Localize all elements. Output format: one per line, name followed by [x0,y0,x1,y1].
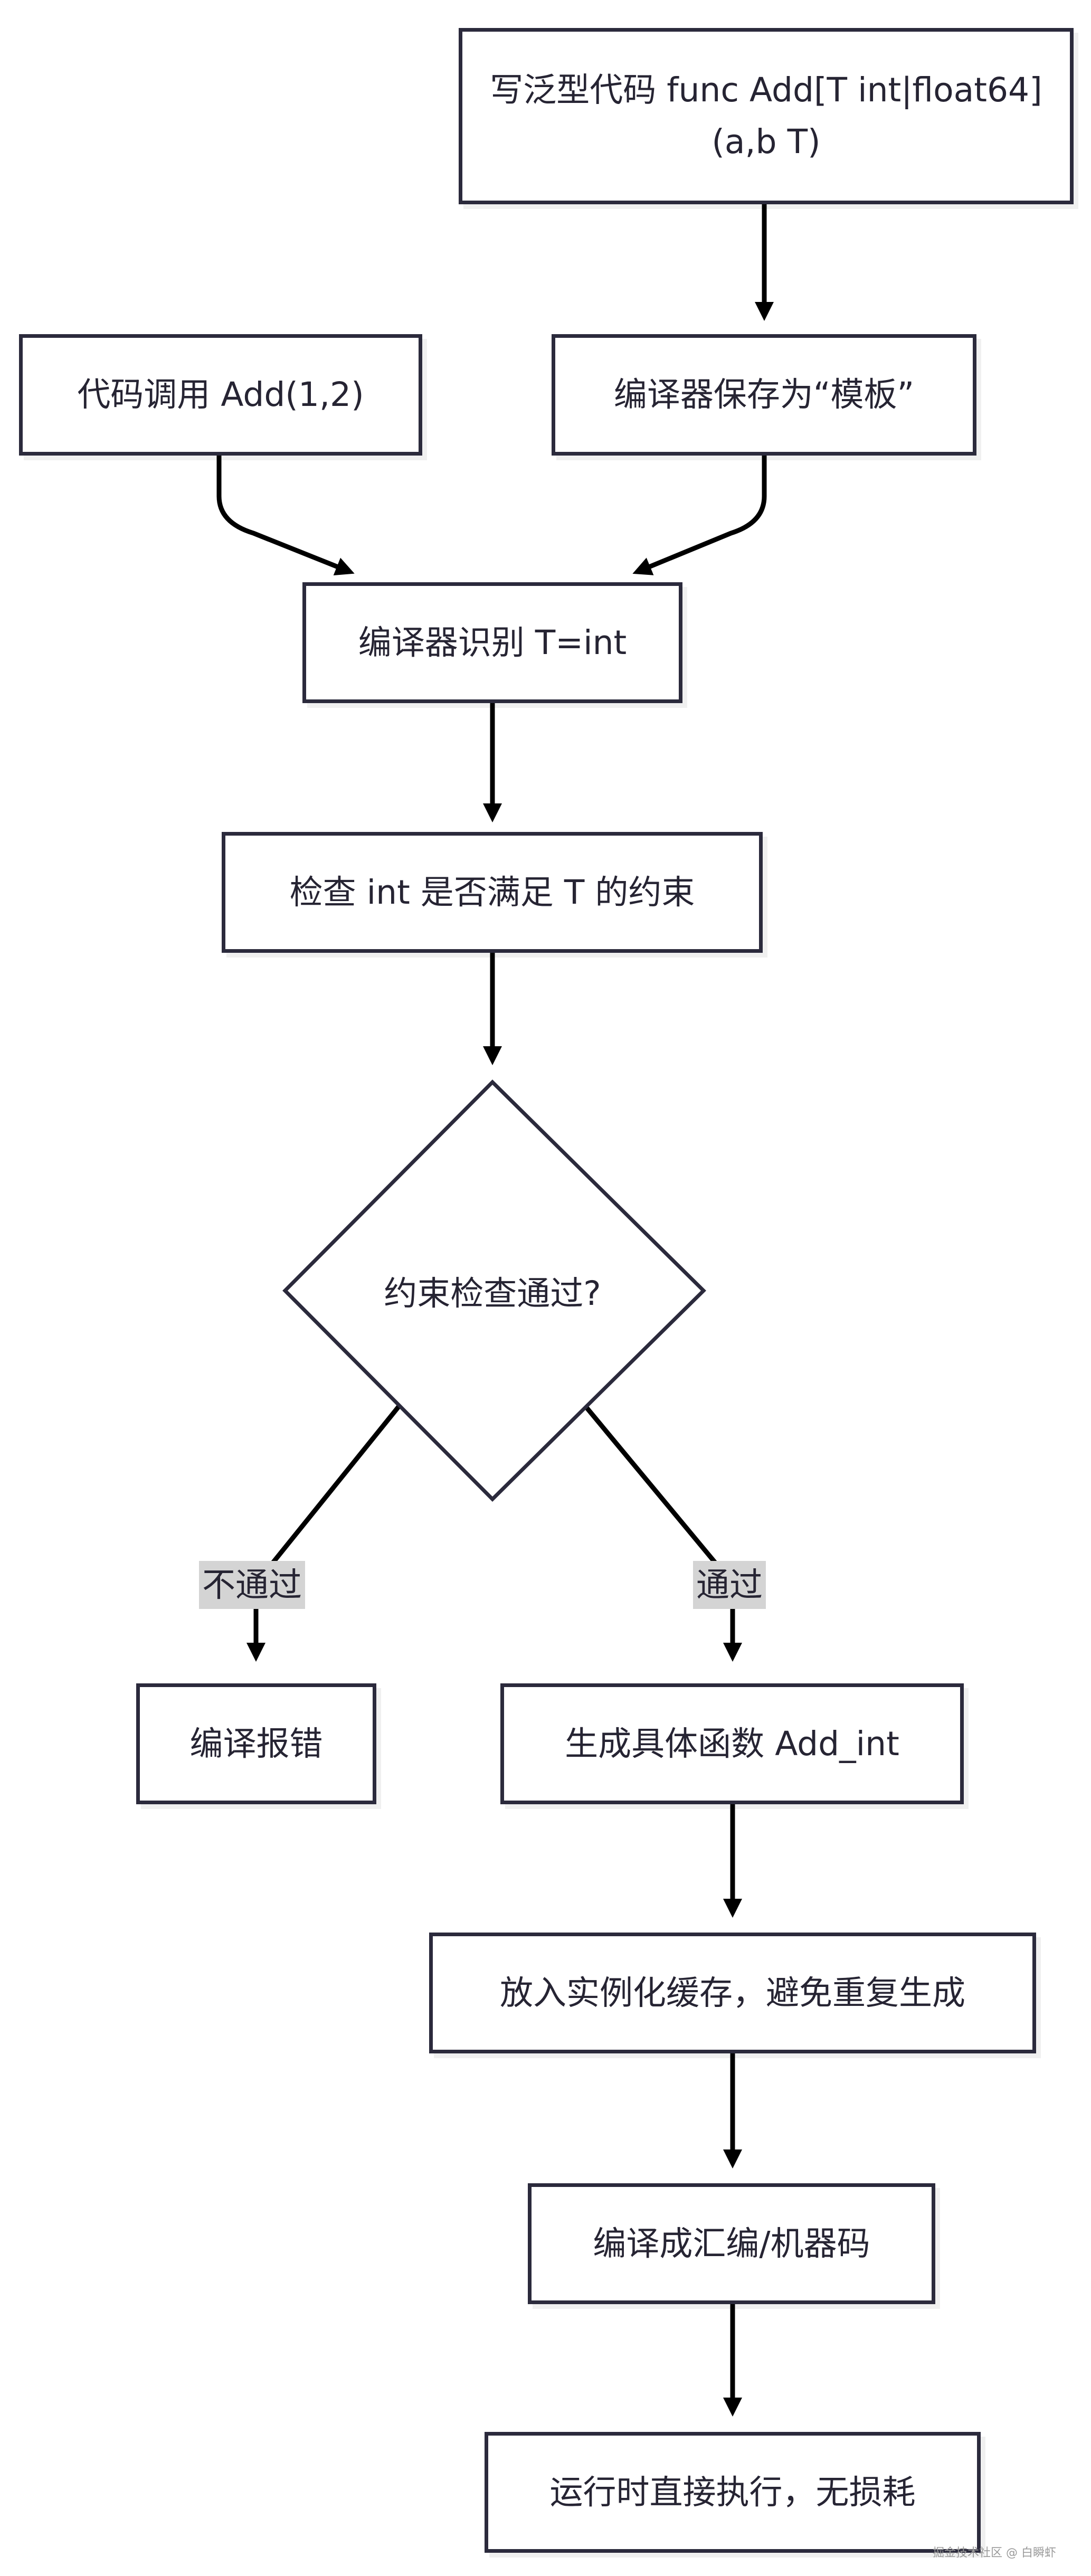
node-identify-type: 编译器识别 T=int [302,582,682,703]
node-save-template-label: 编译器保存为“模板” [613,375,915,414]
node-call-add-label: 代码调用 Add(1,2) [77,375,364,414]
decision-label: 约束检查通过? [384,1274,601,1313]
decision-diamond [282,1079,706,1502]
node-runtime: 运行时直接执行，无损耗 [485,2432,981,2553]
node-generate-func-label: 生成具体函数 Add_int [565,1724,899,1763]
node-compile-error-label: 编译报错 [189,1724,323,1763]
edge-call-to-identify [216,456,355,576]
watermark: 掘金技术社区 @ 白瞬虾 [933,2546,1056,2560]
node-check-constraint: 检查 int 是否满足 T 的约束 [222,832,763,953]
edge-decision-to-error [246,1405,401,1662]
edge-label-fail: 不通过 [199,1561,305,1609]
node-call-add: 代码调用 Add(1,2) [19,334,422,456]
node-save-template: 编译器保存为“模板” [552,334,976,456]
node-identify-type-label: 编译器识别 T=int [358,623,627,662]
edge-decision-to-generate [584,1405,742,1662]
node-generate-func: 生成具体函数 Add_int [500,1683,964,1804]
node-write-generic-label: 写泛型代码 func Add[T int|float64](a,b T) [490,71,1042,161]
edge-save-to-identify [632,456,767,575]
node-write-generic: 写泛型代码 func Add[T int|float64](a,b T) [459,28,1074,204]
node-compile-asm-label: 编译成汇编/机器码 [593,2224,870,2263]
node-check-constraint-label: 检查 int 是否满足 T 的约束 [289,873,695,912]
edge-label-pass: 通过 [693,1561,766,1609]
node-compile-asm: 编译成汇编/机器码 [528,2183,935,2304]
node-cache-label: 放入实例化缓存，避免重复生成 [500,1973,965,2012]
node-compile-error: 编译报错 [136,1683,376,1804]
node-runtime-label: 运行时直接执行，无损耗 [549,2473,916,2512]
node-cache: 放入实例化缓存，避免重复生成 [429,1933,1036,2053]
